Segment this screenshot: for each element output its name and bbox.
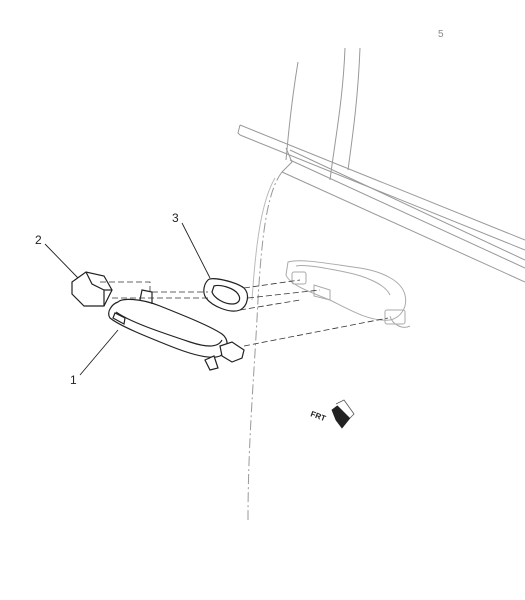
door-panel	[237, 47, 525, 521]
figure-id-label: 5	[438, 29, 444, 40]
callout-number-3: 3	[172, 211, 179, 225]
callout-number-2: 2	[35, 233, 42, 247]
handle-bezel-gasket	[203, 278, 249, 312]
front-direction-indicator: FRT	[309, 399, 355, 429]
assembly-guide-lines	[100, 279, 389, 347]
door-outside-handle	[108, 289, 245, 371]
callout-number-1: 1	[70, 373, 77, 387]
handle-end-cap	[71, 271, 113, 307]
callout-leaders	[44, 222, 211, 376]
front-direction-label: FRT	[309, 409, 327, 423]
handle-pocket	[285, 260, 411, 328]
